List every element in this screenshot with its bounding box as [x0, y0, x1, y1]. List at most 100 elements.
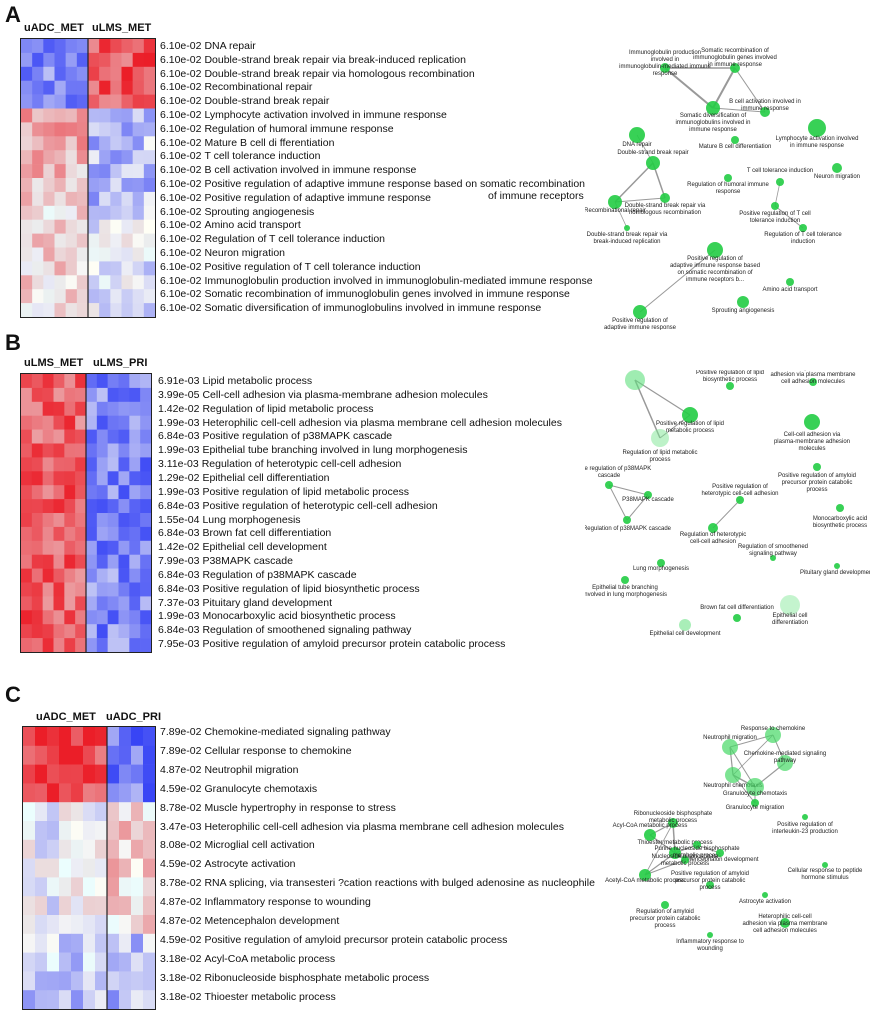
heatmap-cell	[132, 136, 145, 151]
heatmap-cell	[132, 219, 145, 234]
heatmap-cell	[143, 219, 155, 234]
heatmap-cell	[143, 275, 155, 290]
heatmap-cell	[76, 275, 89, 290]
group-label-right-b: uLMS_PRI	[93, 357, 148, 369]
heatmap-cell	[119, 764, 132, 784]
heatmap-cell	[118, 582, 130, 597]
heatmap-cell	[143, 178, 155, 193]
term-name: Positive regulation of p38MAPK cascade	[202, 430, 393, 443]
term-name: Positive regulation of lipid biosyntheti…	[202, 582, 420, 595]
heatmap-cell	[119, 877, 132, 897]
network-node	[706, 101, 720, 115]
heatmap-cell	[107, 596, 119, 611]
heatmap-cell	[140, 457, 151, 472]
term-pvalue: 1.99e-03	[158, 444, 200, 457]
network-node-label: Epithelial cell development	[649, 631, 720, 637]
term-name: Amino acid transport	[204, 219, 301, 232]
heatmap-cell	[21, 568, 33, 583]
heatmap-cell	[31, 582, 43, 597]
heatmap-cell	[86, 582, 98, 597]
heatmap-cell	[65, 303, 78, 317]
heatmap-cell	[121, 191, 133, 207]
heatmap-cell	[143, 261, 155, 276]
heatmap-cell	[75, 582, 87, 597]
heatmap-cell	[47, 821, 60, 841]
term-pvalue: 8.08e-02	[160, 839, 202, 852]
heatmap-cell	[110, 66, 122, 81]
term-pvalue: 1.29e-02	[158, 471, 200, 484]
term-pvalue: 6.84e-03	[158, 527, 200, 540]
heatmap-cell	[88, 52, 100, 68]
heatmap-cell	[64, 582, 76, 597]
heatmap-cell	[110, 205, 122, 220]
heatmap-cell	[83, 990, 96, 1009]
heatmap-cell	[86, 513, 98, 528]
heatmap-cell	[140, 485, 151, 500]
heatmap-cell	[64, 387, 76, 403]
network-edge	[732, 734, 774, 776]
heatmap-cell	[21, 624, 33, 639]
heatmap-cell	[119, 896, 132, 916]
heatmap-cell	[83, 745, 96, 765]
heatmap-cell	[119, 839, 132, 859]
heatmap-cell	[65, 52, 78, 68]
heatmap-cell	[47, 727, 60, 747]
heatmap-cell	[119, 745, 132, 765]
heatmap-cell	[131, 858, 144, 878]
heatmap-cell	[54, 178, 66, 193]
network-node	[813, 463, 821, 471]
heatmap-cell	[54, 261, 66, 276]
heatmap-cell	[107, 540, 119, 555]
term-name: Muscle hypertrophy in response to stress	[204, 801, 396, 814]
network-node	[708, 523, 718, 533]
heatmap-cell	[59, 764, 72, 784]
heatmap-cell	[107, 499, 119, 514]
heatmap-cell	[121, 178, 133, 193]
heatmap-cell	[64, 513, 76, 528]
heatmap-cell	[107, 582, 119, 597]
heatmap-cell	[43, 94, 55, 109]
heatmap-cell	[21, 596, 33, 611]
network-node	[651, 429, 669, 447]
heatmap-cell	[95, 858, 108, 878]
term-name: Somatic diversification of immunoglobuli…	[204, 302, 542, 315]
heatmap-cell	[99, 94, 111, 109]
network-node	[646, 156, 660, 170]
heatmap-cell	[107, 374, 119, 389]
heatmap-cell	[54, 108, 66, 123]
heatmap-cell	[88, 219, 100, 234]
heatmap-cell	[107, 764, 120, 784]
term-pvalue: 4.59e-02	[160, 782, 202, 795]
heatmap-cell	[95, 915, 108, 935]
heatmap-cell	[143, 858, 155, 878]
heatmap-cell	[21, 457, 33, 472]
heatmap-cell	[23, 952, 36, 972]
network-edge	[608, 484, 649, 496]
heatmap-cell	[71, 783, 84, 803]
network-node	[707, 242, 723, 258]
heatmap-cell	[35, 745, 48, 765]
heatmap-cell	[35, 877, 48, 897]
heatmap-cell	[23, 802, 36, 822]
heatmap-cell	[43, 164, 55, 179]
heatmap-cell	[99, 233, 111, 248]
network-node	[726, 382, 734, 390]
heatmap-cell	[21, 136, 33, 151]
heatmap-cell	[132, 94, 145, 109]
network-node-label: T cell tolerance induction	[747, 168, 813, 174]
heatmap-cell	[64, 596, 76, 611]
heatmap-cell	[143, 896, 155, 916]
heatmap-cell	[140, 513, 151, 528]
network-edge	[626, 494, 649, 521]
heatmap-cell	[143, 783, 155, 803]
